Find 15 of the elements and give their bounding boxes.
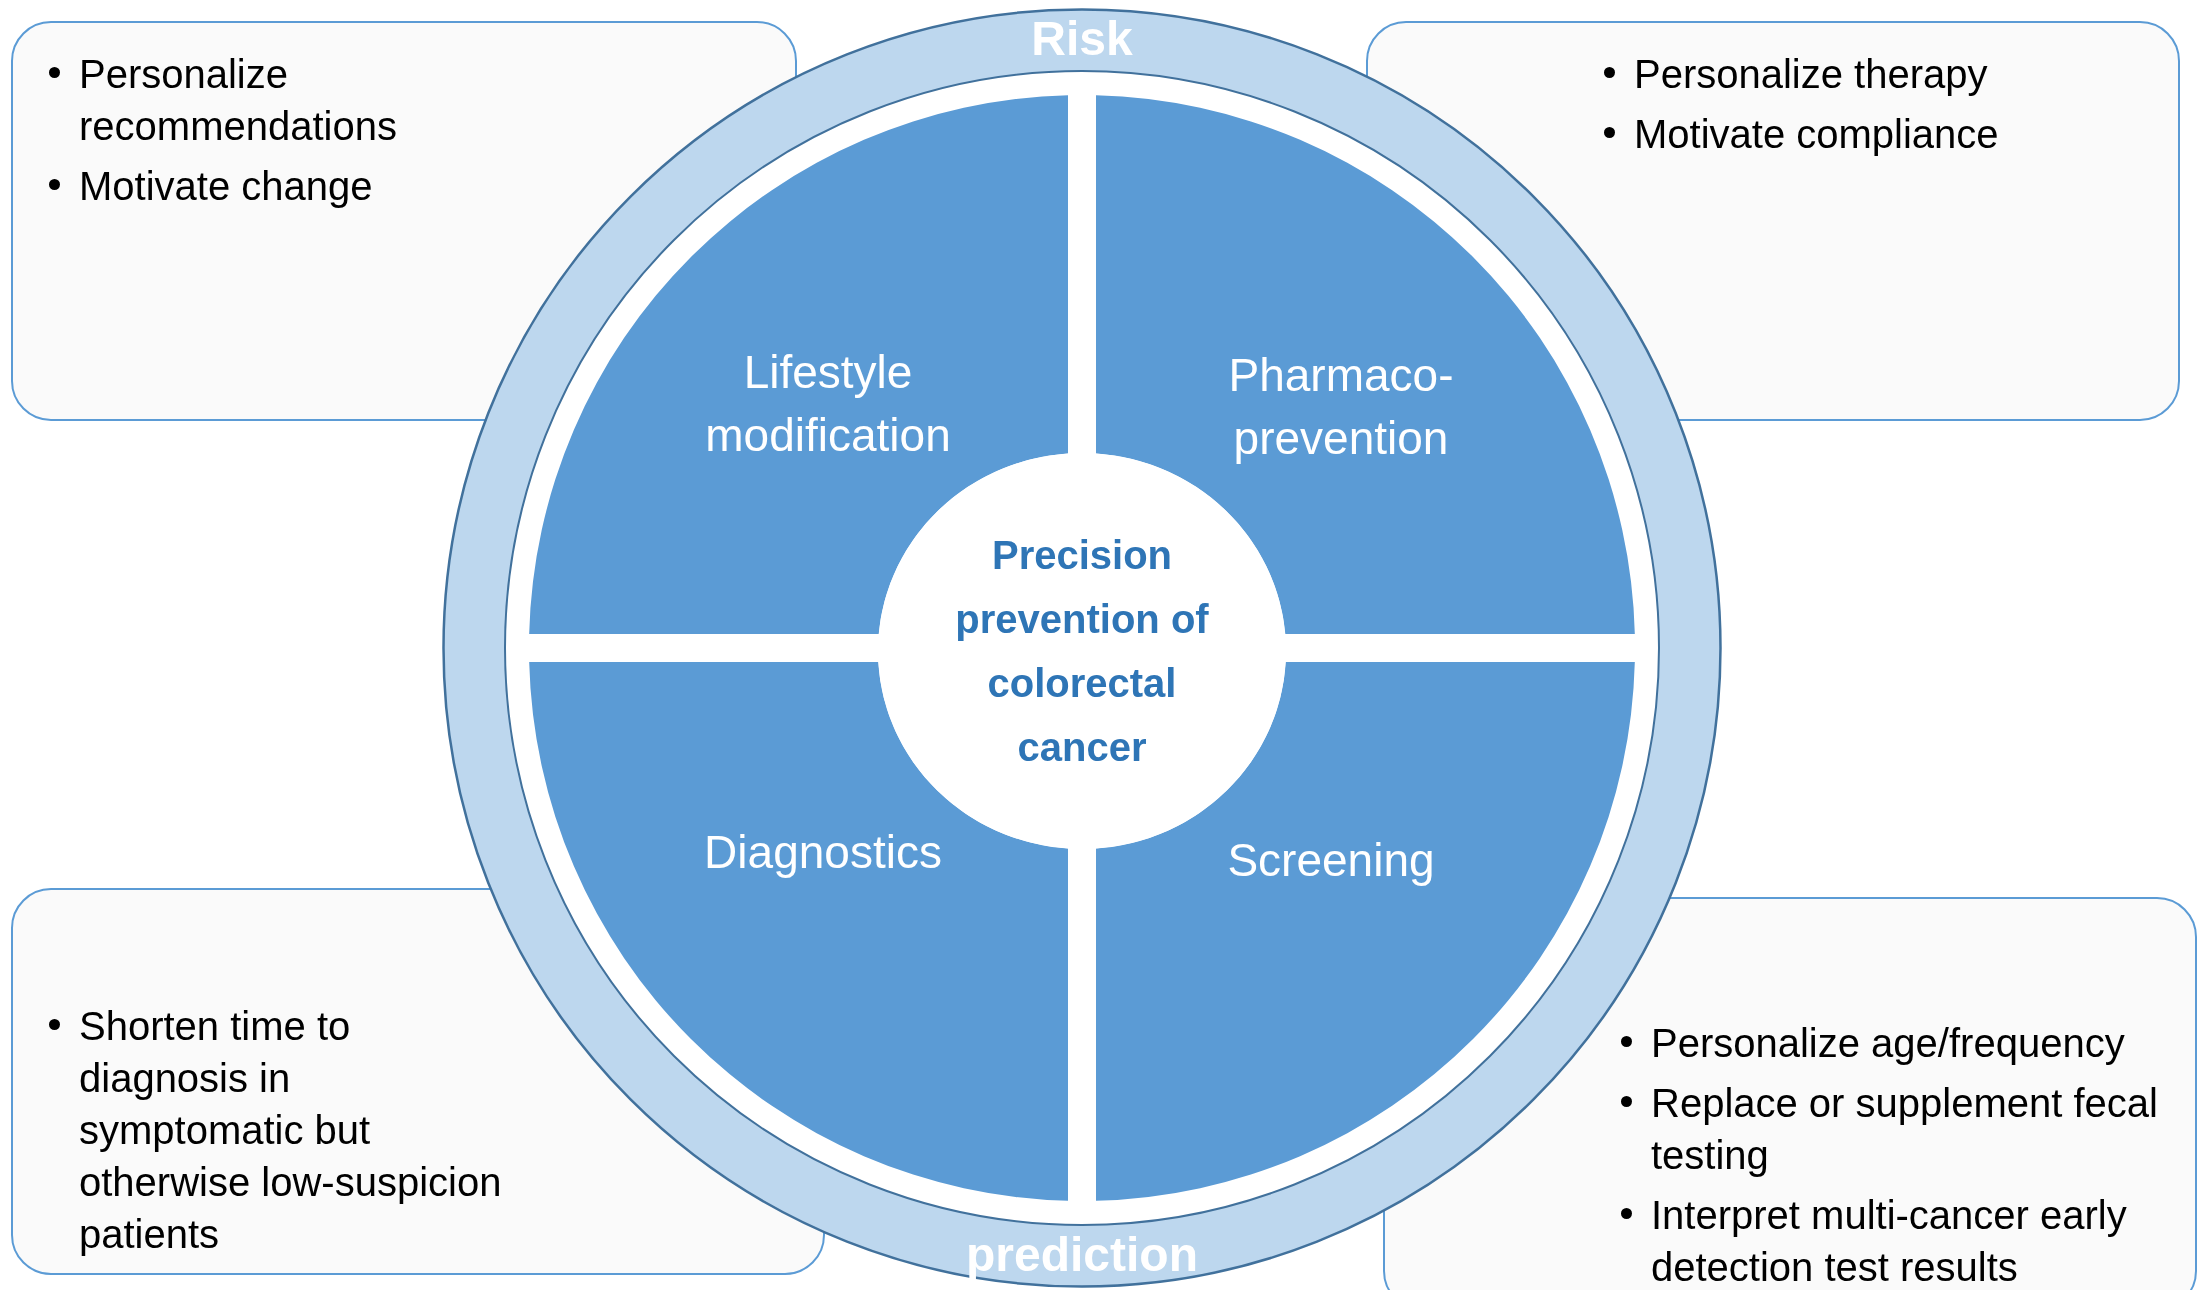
quadrant-label: Pharmaco-prevention: [1227, 348, 1455, 466]
bullet-text: Personalize recommendations: [79, 51, 398, 150]
quadrant-label: Diagnostics: [703, 824, 943, 880]
bullet-text: Shorten time to diagnosis in symptomatic but otherwise low-suspicion patients: [79, 1003, 503, 1258]
bullet-text: Motivate compliance: [1634, 111, 1999, 158]
ring-label: prediction: [966, 1227, 1198, 1283]
bullet-text: Replace or supplement fecal testing: [1651, 1080, 2159, 1179]
ring-label: Risk: [1031, 11, 1133, 67]
center-title: Precision prevention of colorectal cancer: [954, 532, 1210, 771]
bullet-text: Personalize age/frequency: [1651, 1020, 2125, 1067]
quadrant-label: Lifestyle modification: [704, 345, 952, 463]
bullet-text: Interpret multi-cancer early detection test results: [1651, 1192, 2128, 1290]
bullet-text: Motivate change: [79, 163, 373, 210]
quadrant-label: Screening: [1226, 832, 1436, 888]
bullet-text: Personalize therapy: [1634, 51, 1988, 98]
